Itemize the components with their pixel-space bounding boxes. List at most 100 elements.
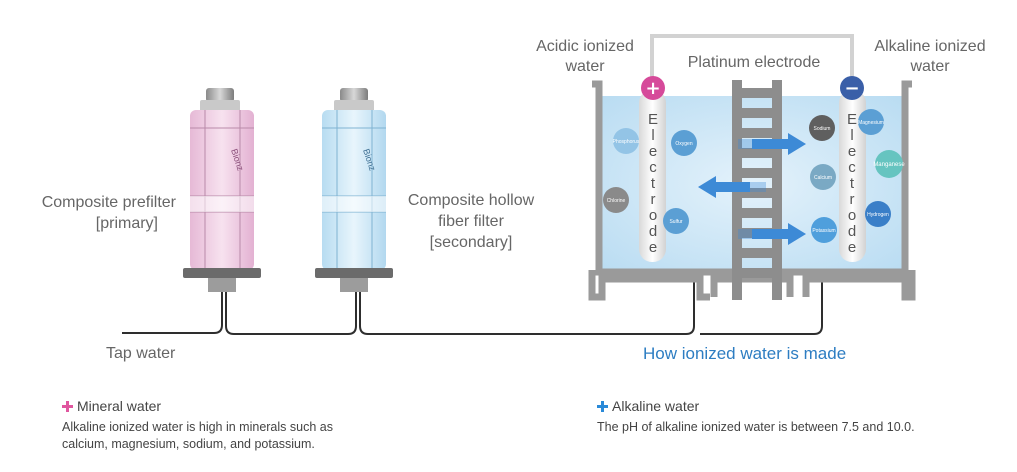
ion-arrows [698,133,806,245]
left-electrode-letter: E [648,111,658,128]
ion-left-1: Oxygen [671,130,697,156]
alkaline-water-label: Alkaline ionized water [860,37,1000,77]
hollow-filter-label-line2: fiber filter [438,213,504,230]
right-electrode-letter: o [848,207,856,224]
left-electrode-letter: c [649,159,657,176]
ion-circle [809,115,835,141]
left-electrode-letter: d [649,223,657,240]
prefilter-label-line1: Composite prefilter [41,194,176,211]
ion-right-2: Hydrogen [865,201,891,227]
ion-circle [663,208,689,234]
ion-label: Sulfur [669,219,682,225]
tap-water-label: Tap water [106,345,176,362]
pipe-prefilter-to-hollow [225,292,357,335]
ion-circle [811,217,837,243]
ion-label: Magnesium [858,120,884,126]
alkaline-water-label-line1: Alkaline ionized [874,38,986,55]
left-electrode-letter: r [651,191,656,208]
pipes [122,278,823,335]
prefilter-cap [206,88,234,102]
ion-circle [613,128,639,154]
ion-label: Sodium [814,126,831,132]
alkaline-water-note-body: The pH of alkaline ionized water is betw… [597,420,915,434]
acidic-water-label-line2: water [565,58,605,75]
prefilter-cartridge: Bionz [183,88,261,292]
ion-label: Phosphorus [613,139,640,145]
mineral-water-body-line1: Alkaline ionized water is high in minera… [62,420,333,434]
right-electrode-letter: r [850,191,855,208]
alkaline-water-label-line2: water [910,58,950,75]
right-electrode-letter: e [848,239,856,256]
alkaline-water-title-text: Alkaline water [612,398,700,414]
ion-circle [875,150,903,178]
left-electrode-rod [639,90,666,262]
ion-label: Manganese [873,162,905,168]
mineral-plus-icon [62,401,73,412]
right-electrode-letter: E [847,111,857,128]
ion-right-1: Manganese [873,150,905,178]
arrow-right-lower [738,223,806,245]
right-electrode-letter: t [850,175,855,192]
ion-label: Chlorine [607,198,626,204]
arrow-left-middle [698,176,766,198]
pipe-tap-to-prefilter [122,292,223,334]
alkaline-plus-icon [597,401,608,412]
hollow-filter-cartridge: Bionz [315,88,393,292]
prefilter-label-line2: [primary] [95,215,158,232]
tank-base [588,270,916,301]
ion-circle [858,109,884,135]
ion-circle [671,130,697,156]
hollow-filter-base [315,268,393,278]
hollow-filter-label-line1: Composite hollow [407,192,535,209]
ion-label: Potassium [812,228,835,234]
hollow-filter-label-line3: [secondary] [429,234,513,251]
ion-circle [810,164,836,190]
ion-mid-1: Calcium [810,164,836,190]
mineral-water-note-title: Mineral water [62,398,161,414]
anode-sign: + [645,78,660,99]
cathode-badge [840,76,864,100]
ion-left-2: Chlorine [603,187,629,213]
ion-mid-0: Sodium [809,115,835,141]
ion-left-3: Sulfur [663,208,689,234]
left-electrode-letter: l [651,127,654,144]
diagram-title: How ionized water is made [643,344,847,363]
right-electrode-letter: c [848,159,856,176]
ion-right-0: Magnesium [858,109,884,135]
ion-label: Hydrogen [867,212,889,218]
ion-mid-2: Potassium [811,217,837,243]
alkaline-water-note-title: Alkaline water [597,398,699,414]
platinum-electrode-label: Platinum electrode [668,52,840,73]
right-electrode-rod [839,90,866,262]
left-electrode-letter: e [649,143,657,160]
mineral-water-title-text: Mineral water [77,398,162,414]
left-electrode-letter: e [649,239,657,256]
electrode-wire [650,34,854,86]
ion-circle [865,201,891,227]
acidic-water-label-line1: Acidic ionized [536,38,634,55]
acidic-water-label: Acidic ionized water [522,37,648,77]
right-electrode-letter: d [848,223,856,240]
left-electrode-letter: t [651,175,656,192]
ion-circle [603,187,629,213]
prefilter-base [183,268,261,278]
anode-badge [641,76,665,100]
mineral-water-note-body: Alkaline ionized water is high in minera… [62,419,333,453]
hollow-filter-body [322,110,386,270]
mineral-water-body-line2: calcium, magnesium, sodium, and potassiu… [62,437,315,451]
right-electrode-letter: l [850,127,853,144]
ion-left-0: Phosphorus [613,128,640,154]
prefilter-body [190,110,254,270]
ion-label: Calcium [814,175,832,181]
prefilter-label: Composite prefilter [primary] [10,192,176,234]
hollow-filter-cap [340,88,368,102]
left-electrode-letter: o [649,207,657,224]
ion-label: Oxygen [675,141,692,147]
pipe-hollow-to-tank [359,278,695,335]
pipe-tank-out [700,278,823,335]
right-electrode-letter: e [848,143,856,160]
